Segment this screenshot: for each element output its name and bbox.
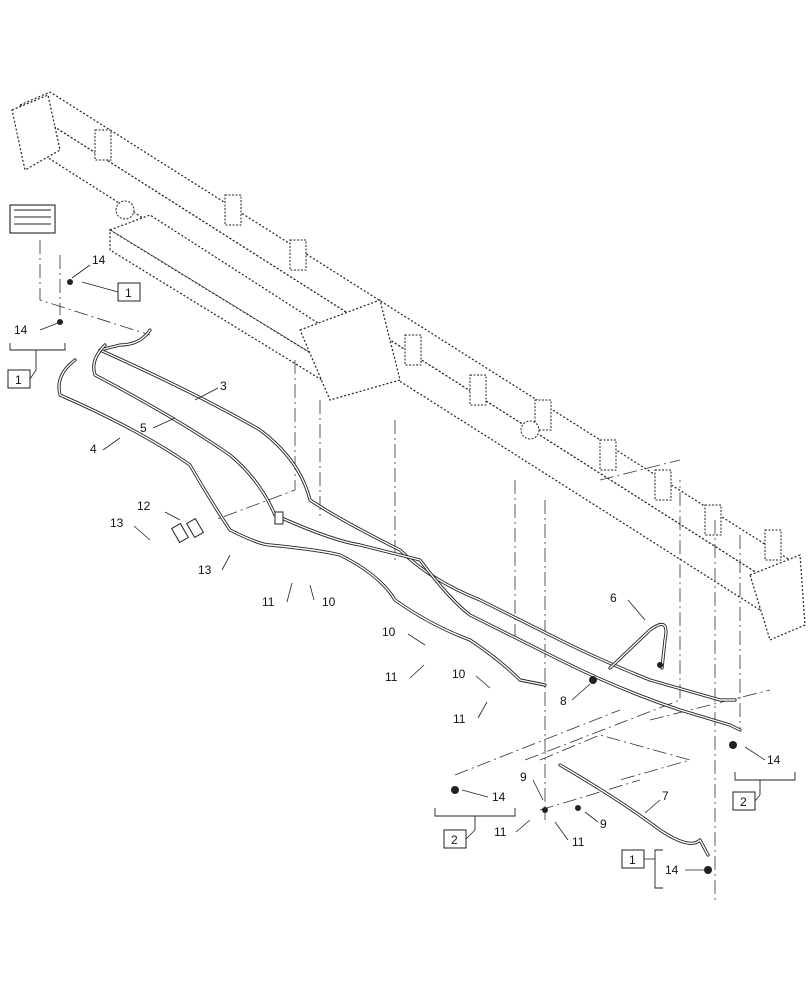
ref-box-1-top: 1 xyxy=(81,281,141,302)
svg-text:1: 1 xyxy=(629,853,636,867)
callout-8: 8 xyxy=(560,694,567,708)
callout-14: 14 xyxy=(767,753,781,767)
callout-14: 14 xyxy=(665,863,679,877)
callout-12: 12 xyxy=(137,499,151,513)
fittings xyxy=(57,279,737,874)
toolbar-frame xyxy=(9,91,806,641)
callout-4: 4 xyxy=(90,442,97,456)
ref-box-2-right: 2 xyxy=(732,791,761,811)
callout-7: 7 xyxy=(662,789,669,803)
svg-text:1: 1 xyxy=(15,373,22,387)
hose-6 xyxy=(608,622,668,670)
callout-11: 11 xyxy=(385,670,398,684)
callout-5: 5 xyxy=(140,421,147,435)
callout-9: 9 xyxy=(520,770,527,784)
hose-3 xyxy=(98,328,737,702)
svg-text:2: 2 xyxy=(451,833,458,847)
hose-7 xyxy=(558,763,710,857)
callout-9: 9 xyxy=(600,817,607,831)
callout-11: 11 xyxy=(453,712,466,726)
callout-11: 11 xyxy=(572,835,585,849)
ref-box-1-bottom: 1 xyxy=(621,849,655,869)
hose-4 xyxy=(57,358,547,687)
callout-group: 14 14 3 5 4 12 13 13 11 10 10 11 10 11 6… xyxy=(14,253,781,877)
callout-11: 11 xyxy=(494,825,507,839)
callout-11: 11 xyxy=(262,595,275,609)
callout-10: 10 xyxy=(322,595,336,609)
callout-13: 13 xyxy=(110,516,124,530)
row-unit-mounts xyxy=(94,129,782,561)
callout-14: 14 xyxy=(14,323,28,337)
callout-14: 14 xyxy=(92,253,106,267)
hose-5 xyxy=(92,343,742,732)
callout-10: 10 xyxy=(452,667,466,681)
ref-box-1-left: 1 xyxy=(7,369,37,389)
callout-10: 10 xyxy=(382,625,396,639)
brackets xyxy=(9,343,796,889)
svg-text:1: 1 xyxy=(125,286,132,300)
reference-lines xyxy=(39,240,771,900)
callout-14: 14 xyxy=(492,790,506,804)
callout-6: 6 xyxy=(610,591,617,605)
ref-box-2-center: 2 xyxy=(443,829,476,849)
svg-text:2: 2 xyxy=(740,795,747,809)
callout-3: 3 xyxy=(220,379,227,393)
callout-13: 13 xyxy=(198,563,212,577)
